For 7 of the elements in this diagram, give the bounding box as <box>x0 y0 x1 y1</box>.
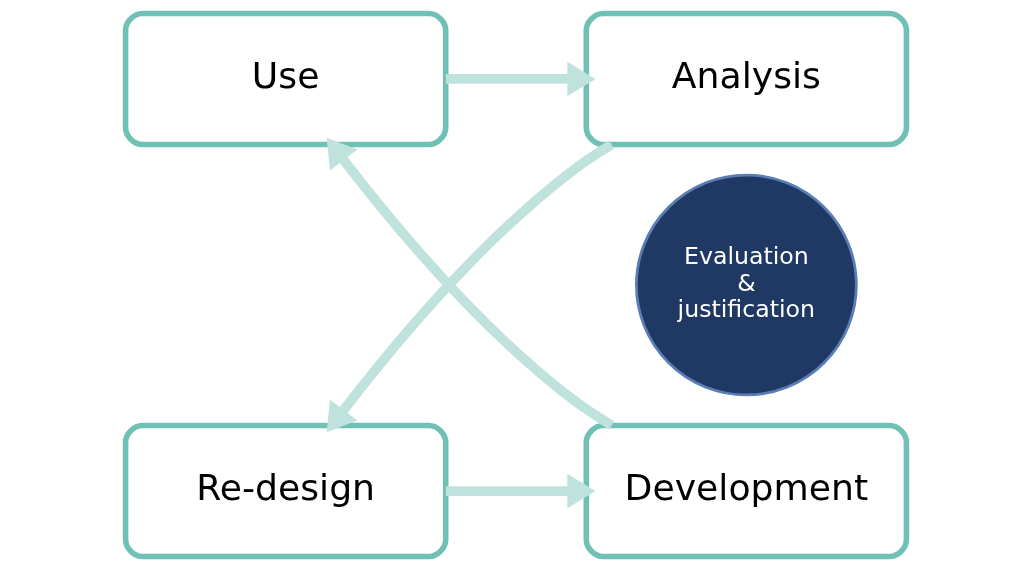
arrow <box>445 61 596 97</box>
node-box: Analysis <box>583 10 910 148</box>
node-box: Use <box>122 10 449 148</box>
node-box: Development <box>583 422 910 560</box>
node-box: Re-design <box>122 422 449 560</box>
arrow <box>445 473 596 509</box>
node-circle: Evaluation & justification <box>635 173 858 397</box>
